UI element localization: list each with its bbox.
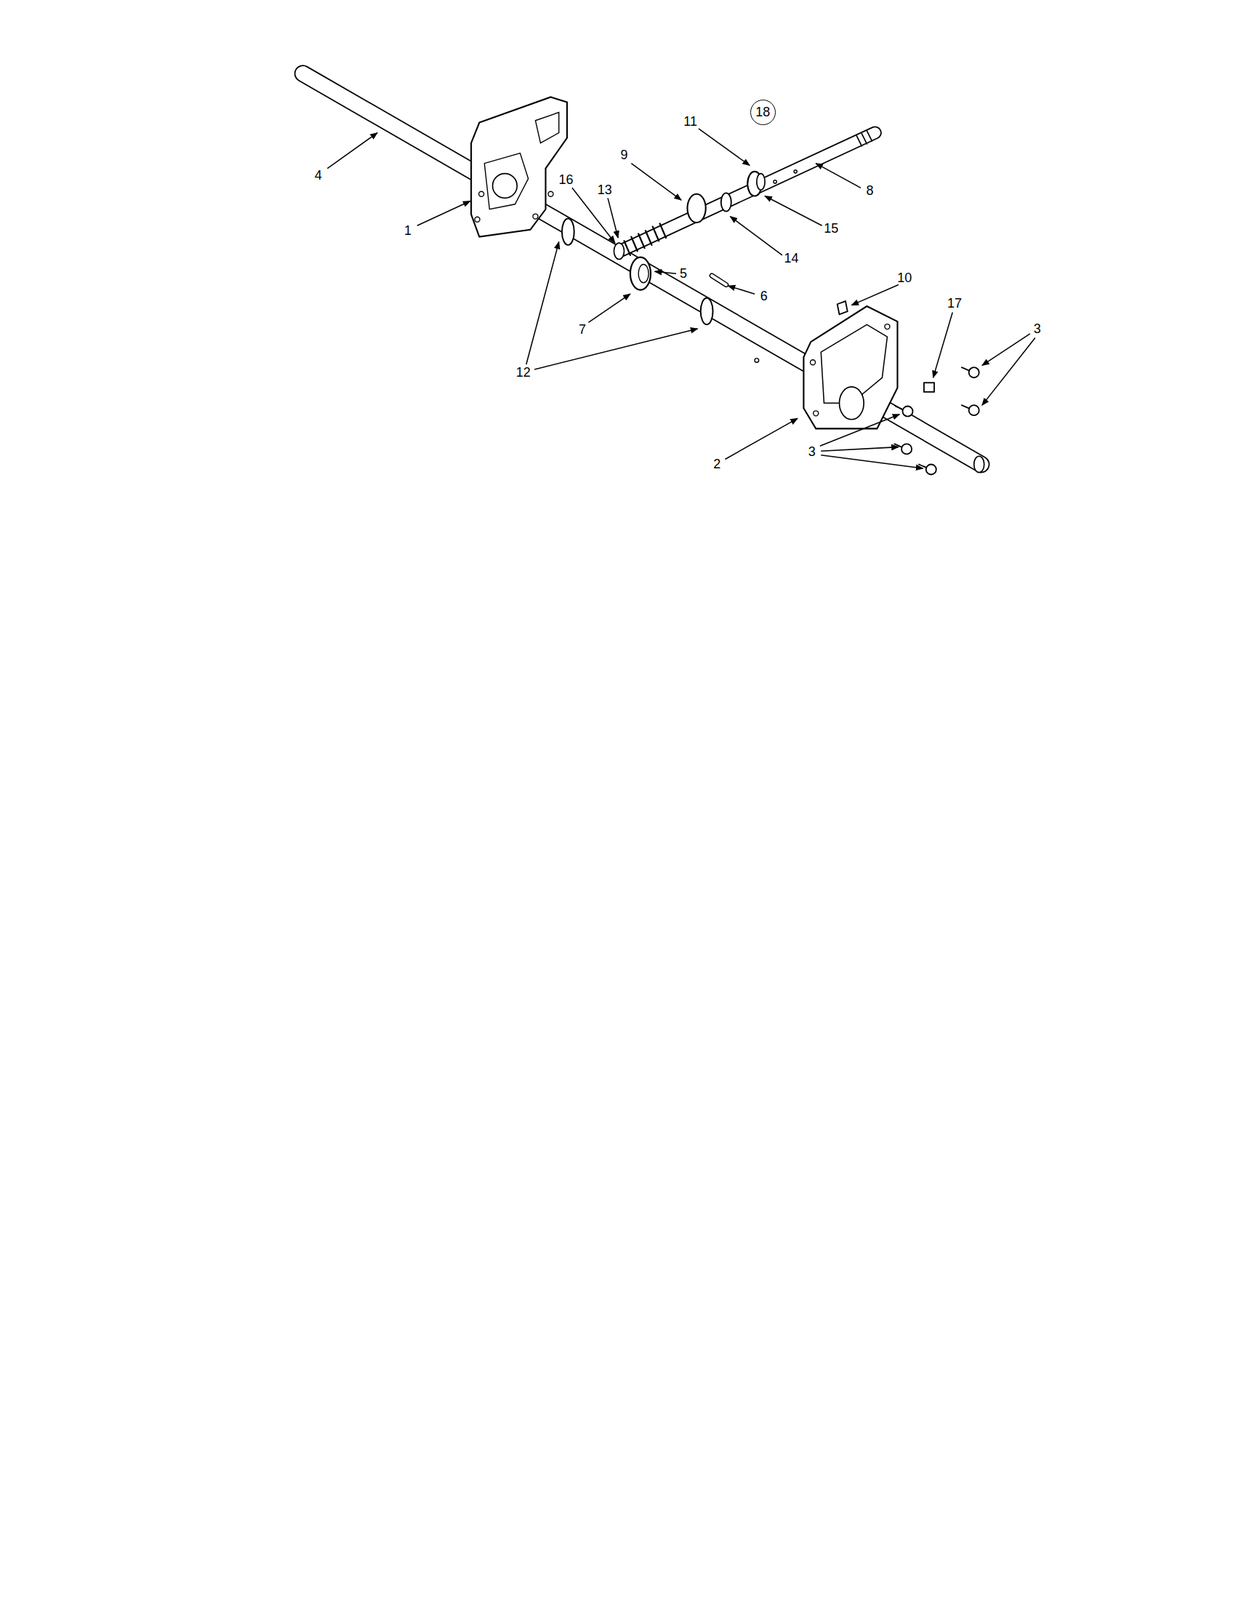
callout-number: 18 — [755, 105, 770, 119]
leader-lines — [327, 128, 1036, 469]
callout-circle: 18 — [750, 99, 776, 126]
callout-number: 4 — [314, 168, 323, 182]
callout-number: 6 — [760, 289, 768, 303]
callout-number: 7 — [578, 322, 586, 336]
callout-number: 1 — [404, 223, 412, 238]
callout-number: 13 — [597, 183, 613, 197]
callout-number: 16 — [559, 173, 574, 187]
callout-number: 17 — [947, 296, 962, 310]
callout-number: 8 — [866, 183, 874, 198]
callout-number: 3 — [808, 444, 816, 459]
callout-number: 3 — [1033, 322, 1042, 336]
callout-number: 2 — [713, 457, 721, 471]
callout-number: 11 — [683, 114, 698, 128]
callout-number: 14 — [784, 251, 799, 265]
callout-number: 10 — [897, 271, 912, 285]
callout-number: 15 — [823, 221, 839, 235]
callout-number: 12 — [516, 365, 531, 379]
callout-number: 5 — [679, 266, 688, 280]
callout-number: 9 — [620, 148, 629, 162]
